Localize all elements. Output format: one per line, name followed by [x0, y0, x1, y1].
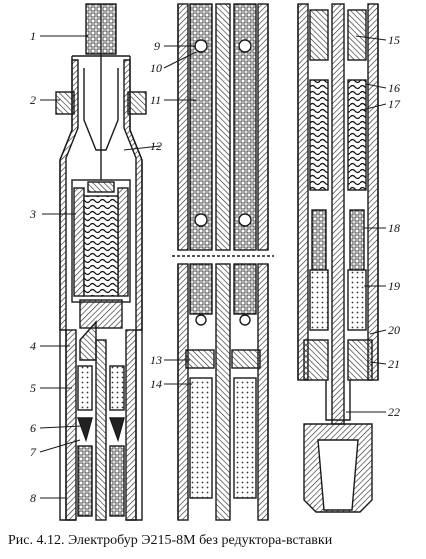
figure-caption: Рис. 4.12. Электробур Э215-8М без редукт… — [8, 533, 333, 548]
callout-8: 8 — [30, 491, 36, 505]
callout-14: 14 — [150, 377, 162, 391]
callout-19: 19 — [388, 279, 400, 293]
callout-2: 2 — [30, 93, 36, 107]
callout-21: 21 — [388, 357, 400, 371]
callout-9: 9 — [154, 39, 160, 53]
callout-3: 3 — [29, 207, 36, 221]
column-3-spindle-section — [297, 3, 379, 513]
column-1-upper-section — [55, 3, 147, 521]
callout-1: 1 — [30, 29, 36, 43]
callout-15: 15 — [388, 33, 400, 47]
callout-17: 17 — [388, 97, 401, 111]
callout-4: 4 — [30, 339, 36, 353]
callout-11: 11 — [150, 93, 161, 107]
callout-12: 12 — [150, 139, 162, 153]
callout-22: 22 — [388, 405, 400, 419]
callout-18: 18 — [388, 221, 400, 235]
callout-7: 7 — [30, 445, 37, 459]
column-2-stator-section — [172, 3, 274, 521]
callout-16: 16 — [388, 81, 400, 95]
callout-leaders — [39, 35, 387, 499]
callout-5: 5 — [30, 381, 36, 395]
electrodrill-section-drawing: 1 2 3 4 5 6 7 8 9 10 11 12 13 14 15 16 1… — [29, 3, 401, 521]
callout-10: 10 — [150, 61, 162, 75]
callout-13: 13 — [150, 353, 162, 367]
callout-numbers: 1 2 3 4 5 6 7 8 9 10 11 12 13 14 15 16 1… — [29, 29, 401, 505]
callout-6: 6 — [30, 421, 36, 435]
callout-20: 20 — [388, 323, 400, 337]
